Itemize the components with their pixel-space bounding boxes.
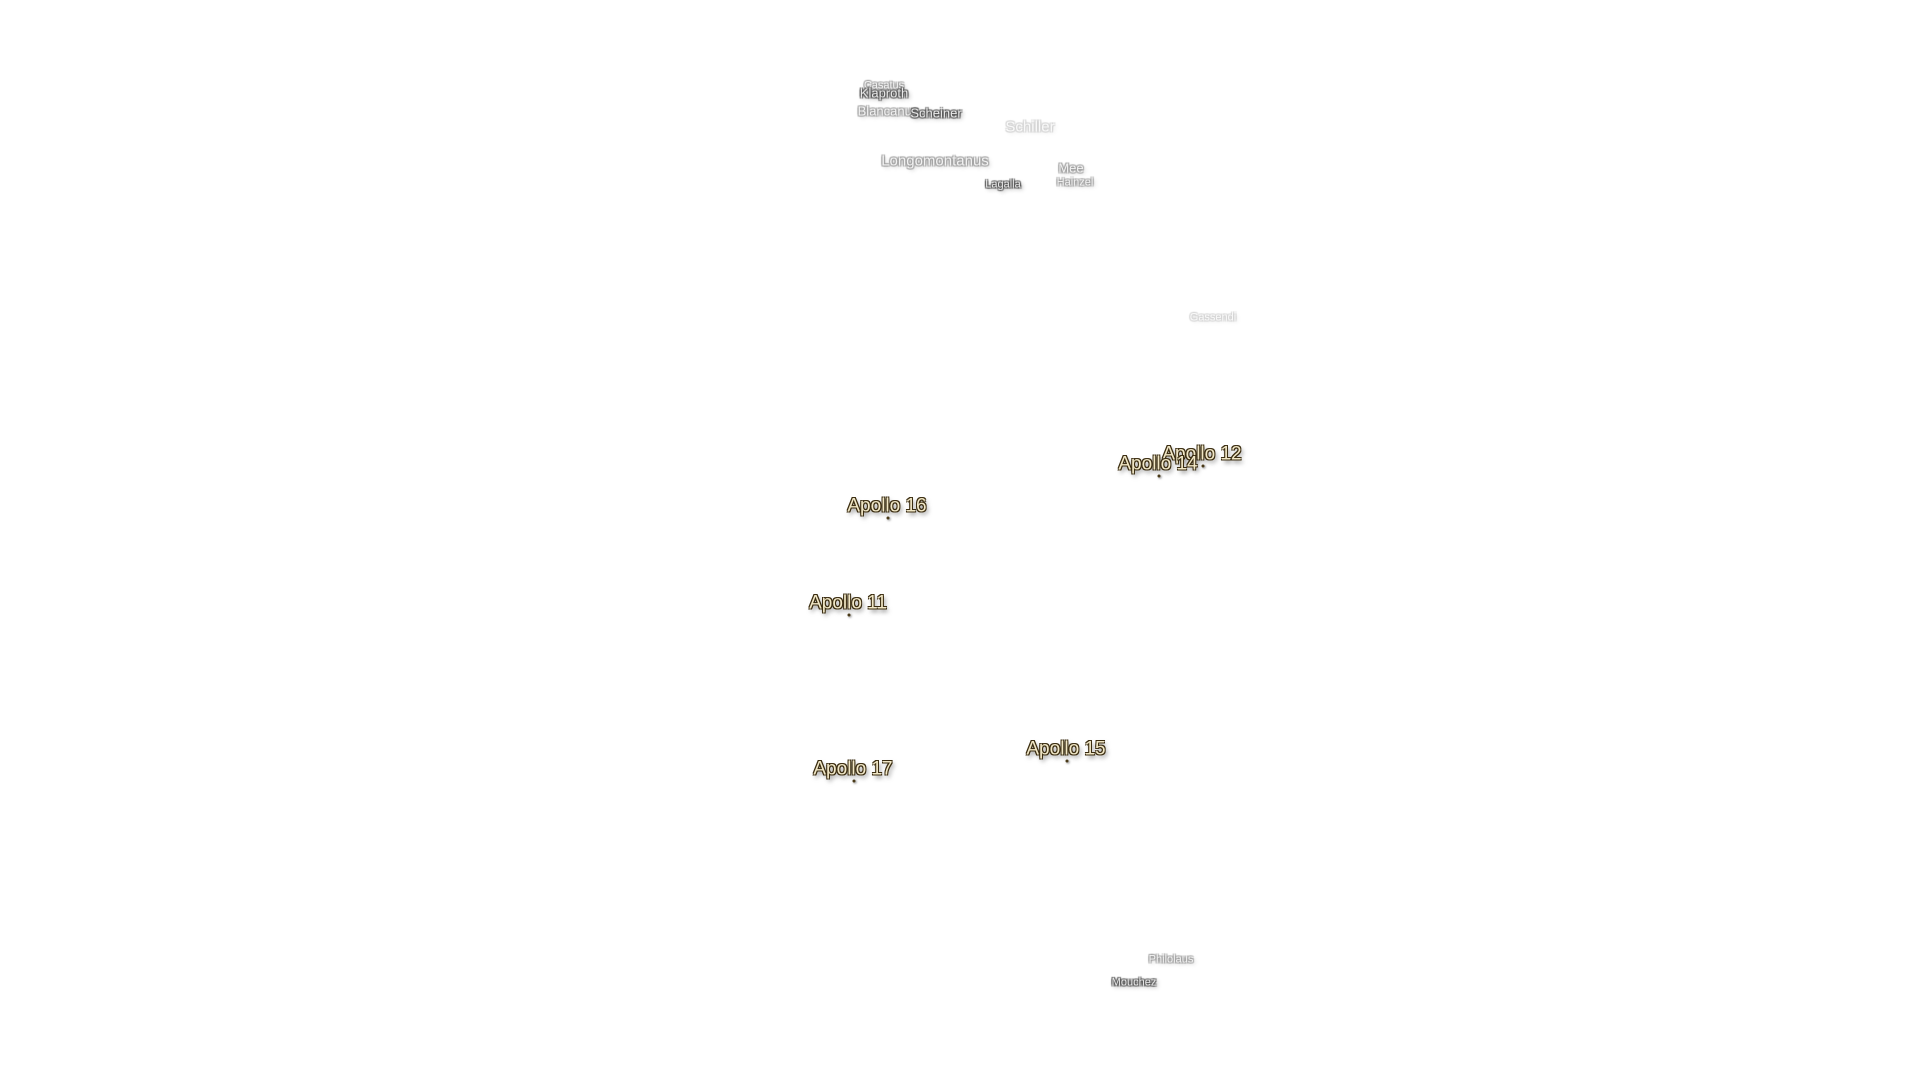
- site-marker-apollo-12[interactable]: [1201, 464, 1205, 468]
- crater-label-hainzel: Hainzel: [1056, 176, 1094, 189]
- crater-label-mee: Mee: [1058, 160, 1084, 176]
- site-marker-apollo-16[interactable]: [886, 516, 890, 520]
- crater-label-blancanus: Blancanus: [857, 103, 919, 119]
- crater-label-longomontanus: Longomontanus: [881, 152, 989, 170]
- crater-label-mouchez: Mouchez: [1111, 976, 1157, 989]
- crater-label-lagalla: Lagalla: [985, 178, 1021, 191]
- site-label-apollo-17[interactable]: Apollo 17: [813, 758, 893, 780]
- site-label-apollo-16[interactable]: Apollo 16: [847, 495, 927, 517]
- site-label-apollo-12[interactable]: Apollo 12: [1162, 443, 1242, 465]
- crater-label-schiller: Schiller: [1005, 118, 1055, 136]
- crater-label-philolaus: Philolaus: [1148, 953, 1194, 966]
- crater-label-casatus: Casatus: [863, 79, 905, 92]
- site-label-apollo-15[interactable]: Apollo 15: [1026, 738, 1106, 760]
- site-marker-apollo-17[interactable]: [852, 779, 856, 783]
- crater-label-gassendi: Gassendi: [1189, 311, 1237, 324]
- site-marker-apollo-14[interactable]: [1157, 474, 1161, 478]
- crater-label-scheiner: Scheiner: [910, 105, 962, 121]
- site-marker-apollo-11[interactable]: [847, 613, 851, 617]
- site-label-apollo-11[interactable]: Apollo 11: [809, 592, 887, 614]
- site-marker-apollo-15[interactable]: [1065, 759, 1069, 763]
- site-label-apollo-14[interactable]: Apollo 14: [1118, 453, 1198, 475]
- crater-label-klaproth: Klaproth: [859, 85, 909, 101]
